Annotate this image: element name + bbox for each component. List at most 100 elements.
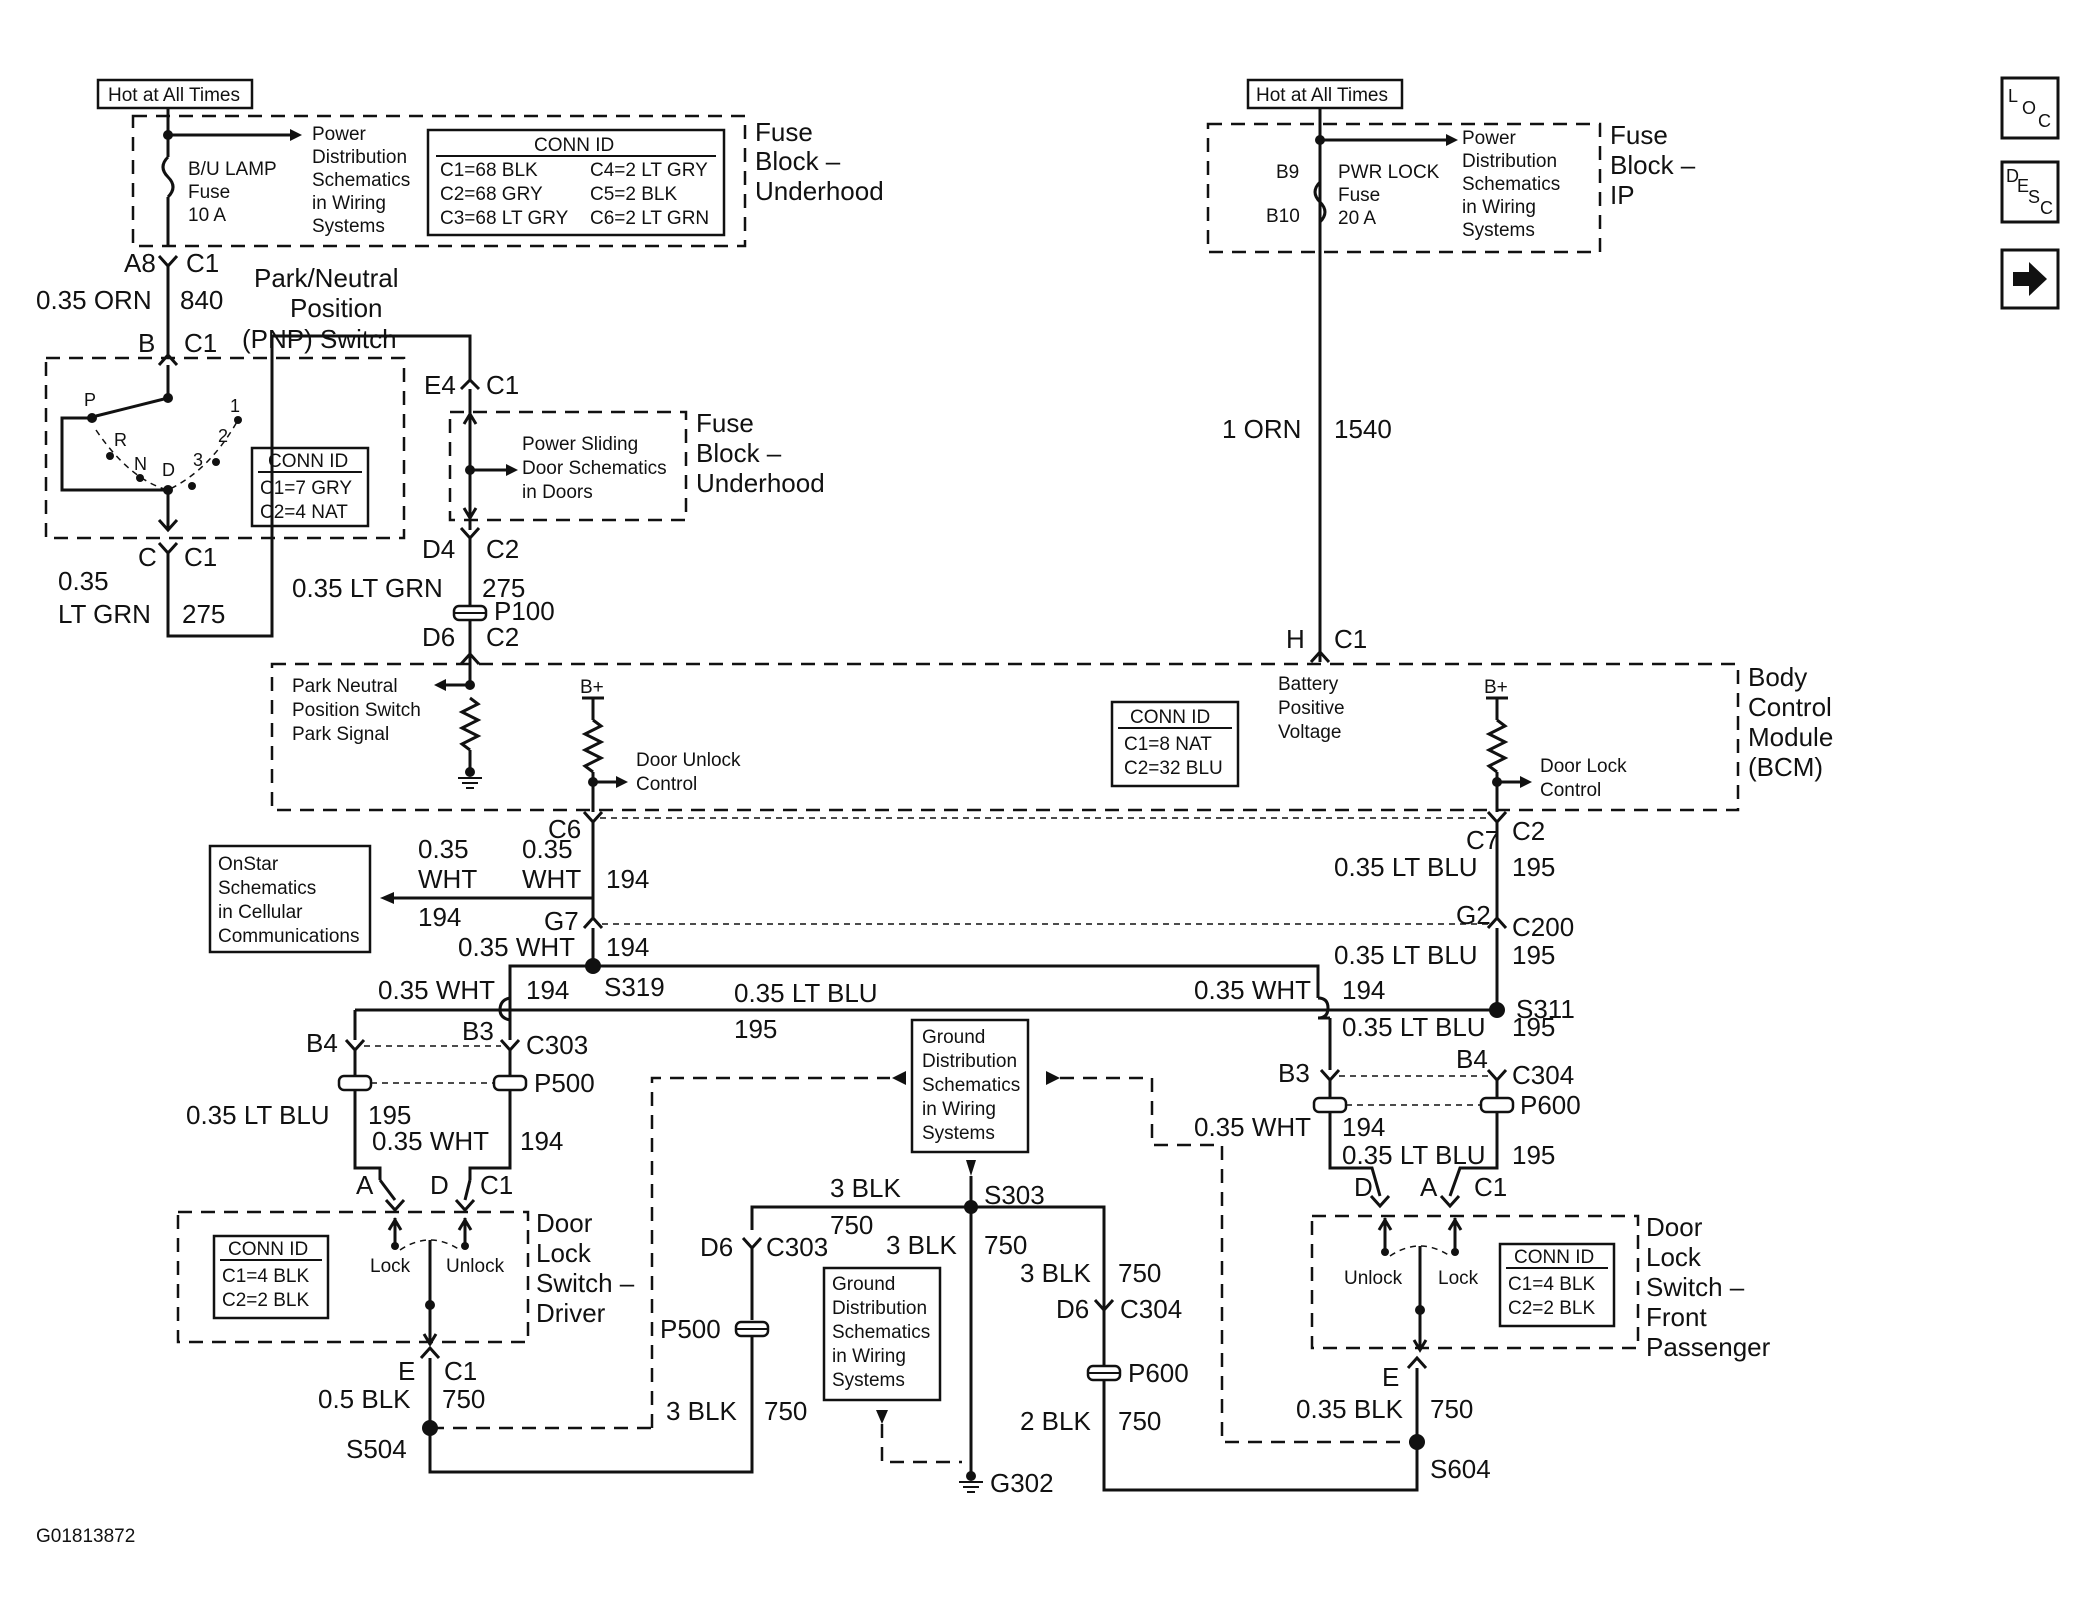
pin-label: B10	[1266, 206, 1300, 227]
desc-button[interactable]: D E S C	[2000, 160, 2060, 224]
p500-pass-through-icon	[492, 1074, 528, 1092]
pin-label: D	[1354, 1172, 1373, 1202]
conn-id-row: C1=4 BLK	[1508, 1274, 1595, 1295]
conn-id-table	[1110, 700, 1240, 788]
loc-button[interactable]: L O C	[2000, 76, 2060, 140]
passthrough-label: P600	[1128, 1358, 1189, 1388]
power-ref-line: Schematics	[312, 170, 410, 191]
ground-ref-box-top: Ground Distribution Schematics in Wiring…	[910, 1018, 1030, 1154]
pin-label: H	[1286, 624, 1305, 654]
bcm-text: Door Unlock	[636, 750, 741, 771]
p600-pass-through-icon	[1312, 1096, 1348, 1114]
switch-title: Front	[1646, 1302, 1707, 1332]
bcm-text: Battery	[1278, 674, 1339, 695]
connector-label: C1	[480, 1170, 513, 1200]
passthrough-label: P600	[1520, 1090, 1581, 1120]
block-title: IP	[1610, 180, 1635, 210]
pin-label: B4	[1456, 1044, 1488, 1074]
ref-line: Power Sliding	[522, 434, 638, 455]
figure-id: G01813872	[36, 1526, 135, 1547]
bu-lamp-fuse-icon	[161, 155, 175, 199]
body-control-module: Park Neutral Position Switch Park Signal…	[270, 662, 1833, 812]
bcm-text: Park Neutral	[292, 676, 398, 697]
next-arrow-button[interactable]	[2000, 248, 2060, 310]
passthrough-label: P500	[534, 1068, 595, 1098]
block-title: Fuse	[755, 117, 813, 147]
wire-color-label: 0.35 LT BLU	[1334, 940, 1478, 970]
conn-id-row: C2=2 BLK	[1508, 1298, 1595, 1319]
ref-line: Ground	[832, 1274, 895, 1295]
connector-label: C2	[486, 622, 519, 652]
block-title: Block –	[755, 146, 841, 176]
circuit-number-label: 195	[1512, 1012, 1555, 1042]
wire-color-label: 0.35 LT BLU	[186, 1100, 330, 1130]
fuse-rating: 20 A	[1338, 208, 1376, 229]
power-ref-line: Systems	[1462, 220, 1535, 241]
connector-label: C1	[186, 248, 219, 278]
wire-color-label: LT GRN	[58, 599, 151, 629]
loc-icon-text-c: C	[2038, 111, 2051, 131]
lock-label: Lock	[370, 1256, 411, 1277]
ground-label: G302	[990, 1468, 1054, 1498]
unlock-label: Unlock	[1344, 1268, 1403, 1289]
p500-pass-through-icon	[337, 1074, 373, 1092]
hot-at-all-times-label: Hot at All Times	[108, 85, 240, 106]
position-label: 3	[193, 450, 203, 470]
connector-label: C200	[1512, 912, 1574, 942]
connector-label: C304	[1120, 1294, 1182, 1324]
circuit-number-label: 194	[520, 1126, 563, 1156]
splice-label: S319	[604, 972, 665, 1002]
pnp-title: (PNP) Switch	[242, 324, 397, 354]
conn-id-row: C4=2 LT GRY	[590, 160, 708, 181]
fuse-name: PWR LOCK	[1338, 162, 1440, 183]
conn-id-row: C2=68 GRY	[440, 184, 543, 205]
switch-title: Lock	[1646, 1242, 1702, 1272]
switch-title: Door	[1646, 1212, 1703, 1242]
pin-label: A8	[124, 248, 156, 278]
position-label: 2	[218, 426, 228, 446]
ref-line: Systems	[832, 1370, 905, 1391]
pin-label: D	[430, 1170, 449, 1200]
ref-line: OnStar	[218, 854, 279, 875]
position-label: 1	[230, 396, 240, 416]
bcm-title: (BCM)	[1748, 752, 1823, 782]
wire-color-label: 0.35 WHT	[372, 1126, 489, 1156]
wire-color-label: WHT	[522, 864, 581, 894]
wire-color-label: 3 BLK	[830, 1173, 901, 1203]
wire-color-label: 1 ORN	[1222, 414, 1301, 444]
door-lock-switch-driver: Lock Unlock CONN ID C1=4 BLK C2=2 BLK Do…	[176, 1208, 635, 1347]
loc-icon-text-l: L	[2008, 86, 2018, 106]
pin-label: B3	[1278, 1058, 1310, 1088]
bcm-text: Control	[636, 774, 697, 795]
bcm-text: Voltage	[1278, 722, 1341, 743]
bcm-text: Positive	[1278, 698, 1345, 719]
switch-title: Switch –	[1646, 1272, 1745, 1302]
loc-icon-text-o: O	[2022, 98, 2036, 118]
connector-label: C2	[1512, 816, 1545, 846]
wire-color-label: 0.35 BLK	[1296, 1394, 1404, 1424]
connector-label: C1	[184, 542, 217, 572]
ref-line: Door Schematics	[522, 458, 667, 479]
wire-color-label: 3 BLK	[666, 1396, 737, 1426]
passthrough-label: P500	[660, 1314, 721, 1344]
fuse-rating: 10 A	[188, 205, 226, 226]
pin-label: E4	[424, 370, 456, 400]
connector-label: C2	[486, 534, 519, 564]
pin-label: A	[356, 1170, 374, 1200]
power-ref-line: in Wiring	[1462, 197, 1536, 218]
position-label: D	[162, 460, 175, 480]
conn-id-row: C6=2 LT GRN	[590, 208, 709, 229]
conn-id-title: CONN ID	[228, 1239, 308, 1260]
connector-label: C303	[526, 1030, 588, 1060]
fuse-block-ip: Hot at All Times B9 B10 PWR LOCK Fuse 20…	[1206, 78, 1696, 254]
conn-id-title: CONN ID	[1514, 1247, 1594, 1268]
position-label: P	[84, 390, 96, 410]
pin-label: D6	[422, 622, 455, 652]
circuit-number-label: 750	[1118, 1258, 1161, 1288]
pin-label: A	[1420, 1172, 1438, 1202]
position-label: R	[114, 430, 127, 450]
bplus-label: B+	[1484, 677, 1508, 698]
switch-title: Door	[536, 1208, 593, 1238]
wire-color-label: 0.35 LT BLU	[1334, 852, 1478, 882]
circuit-number-label: 195	[368, 1100, 411, 1130]
